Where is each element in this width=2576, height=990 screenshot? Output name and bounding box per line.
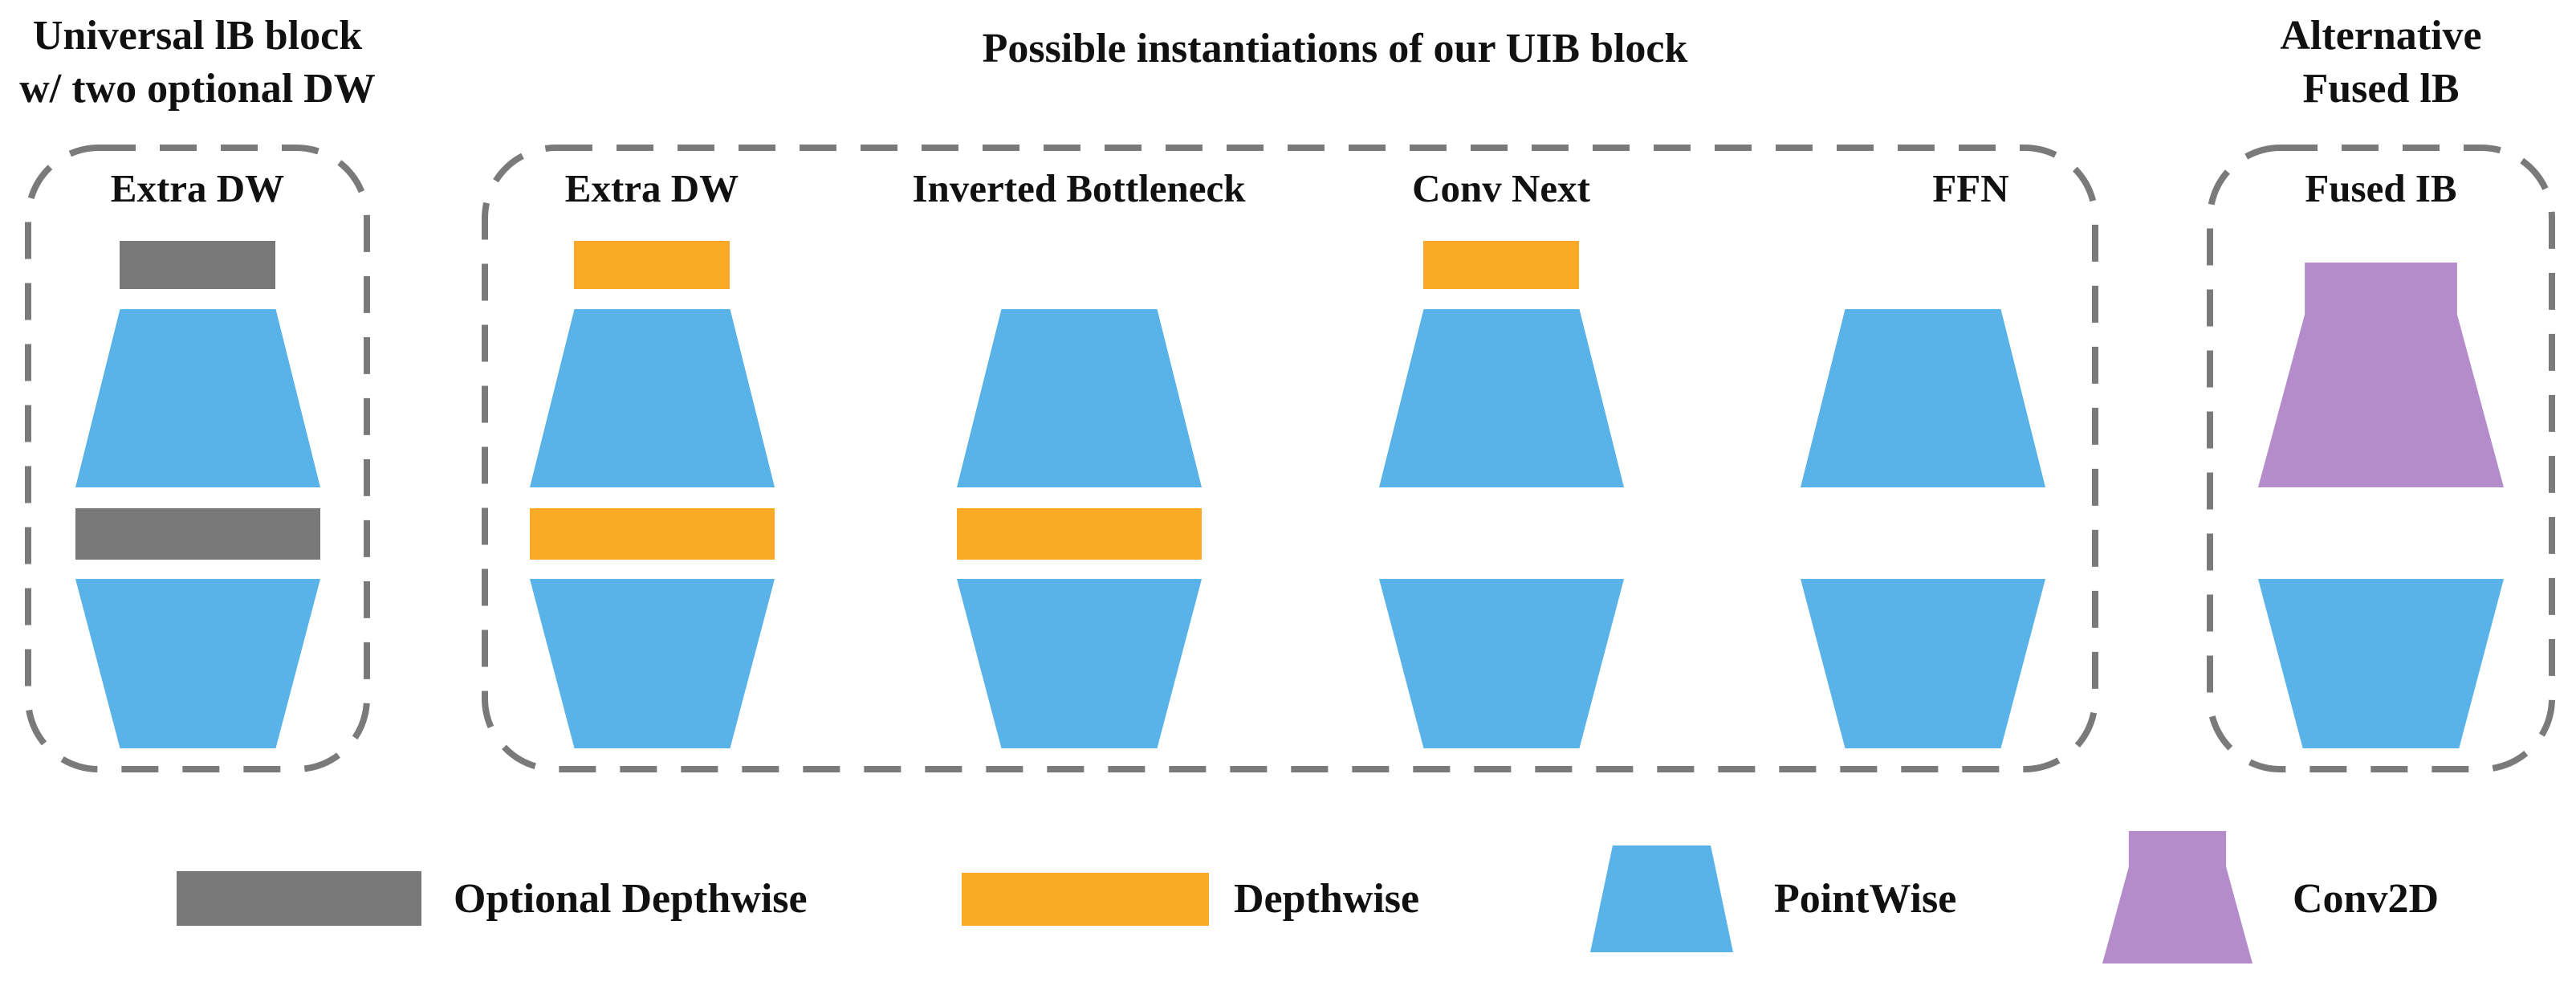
- optional-depthwise-bar-middle: [75, 508, 320, 560]
- optional-depthwise-bar-top: [120, 241, 275, 289]
- legend-pointwise-swatch: [1590, 845, 1733, 952]
- pointwise-expand-trapezoid: [75, 309, 320, 487]
- right-section-title-line2: Fused lB: [2302, 66, 2460, 112]
- depthwise-bar-middle: [530, 508, 775, 560]
- column-ffn-label: FFN: [1932, 166, 2009, 210]
- pointwise-project-trapezoid: [957, 579, 1202, 748]
- right-section-title-line1: Alternative: [2280, 13, 2482, 59]
- legend-optional-depthwise-swatch: [177, 871, 421, 926]
- legend-depthwise-label: Depthwise: [1234, 876, 1420, 922]
- pointwise-project-trapezoid: [75, 579, 320, 748]
- legend-depthwise-swatch: [962, 873, 1209, 926]
- pointwise-project-trapezoid: [530, 579, 775, 748]
- pointwise-expand-trapezoid: [1379, 309, 1624, 487]
- right-section-title: Alternative Fused lB: [2186, 10, 2576, 116]
- depthwise-bar-top: [1423, 241, 1579, 289]
- pointwise-expand-trapezoid: [1801, 309, 2045, 487]
- pointwise-project-trapezoid: [2258, 579, 2504, 748]
- depthwise-bar-middle: [957, 508, 1202, 560]
- legend-conv2d-label: Conv2D: [2293, 876, 2440, 922]
- legend-optional-depthwise-label: Optional Depthwise: [454, 876, 808, 922]
- depthwise-bar-top: [574, 241, 730, 289]
- column-conv-next-label: Conv Next: [1412, 166, 1590, 210]
- legend-pointwise-label: PointWise: [1774, 876, 1957, 922]
- left-panel-border: [25, 145, 370, 772]
- left-section-title-line2: w/ two optional DW: [19, 66, 376, 112]
- right-panel-border: [2207, 145, 2555, 772]
- pointwise-expand-trapezoid: [530, 309, 775, 487]
- left-section-title: Universal lB block w/ two optional DW: [0, 10, 395, 116]
- pointwise-project-trapezoid: [1801, 579, 2045, 748]
- right-panel-label: Fused IB: [2305, 166, 2457, 210]
- middle-panel-border: [482, 145, 2098, 772]
- left-panel-label: Extra DW: [110, 166, 285, 210]
- middle-section-title: Possible instantiations of our UIB block: [982, 26, 1688, 71]
- column-inverted-bottleneck-label: Inverted Bottleneck: [912, 166, 1246, 210]
- column-extra-dw-label: Extra DW: [564, 166, 739, 210]
- left-section-title-line1: Universal lB block: [32, 13, 363, 59]
- pointwise-expand-trapezoid: [957, 309, 1202, 487]
- pointwise-project-trapezoid: [1379, 579, 1624, 748]
